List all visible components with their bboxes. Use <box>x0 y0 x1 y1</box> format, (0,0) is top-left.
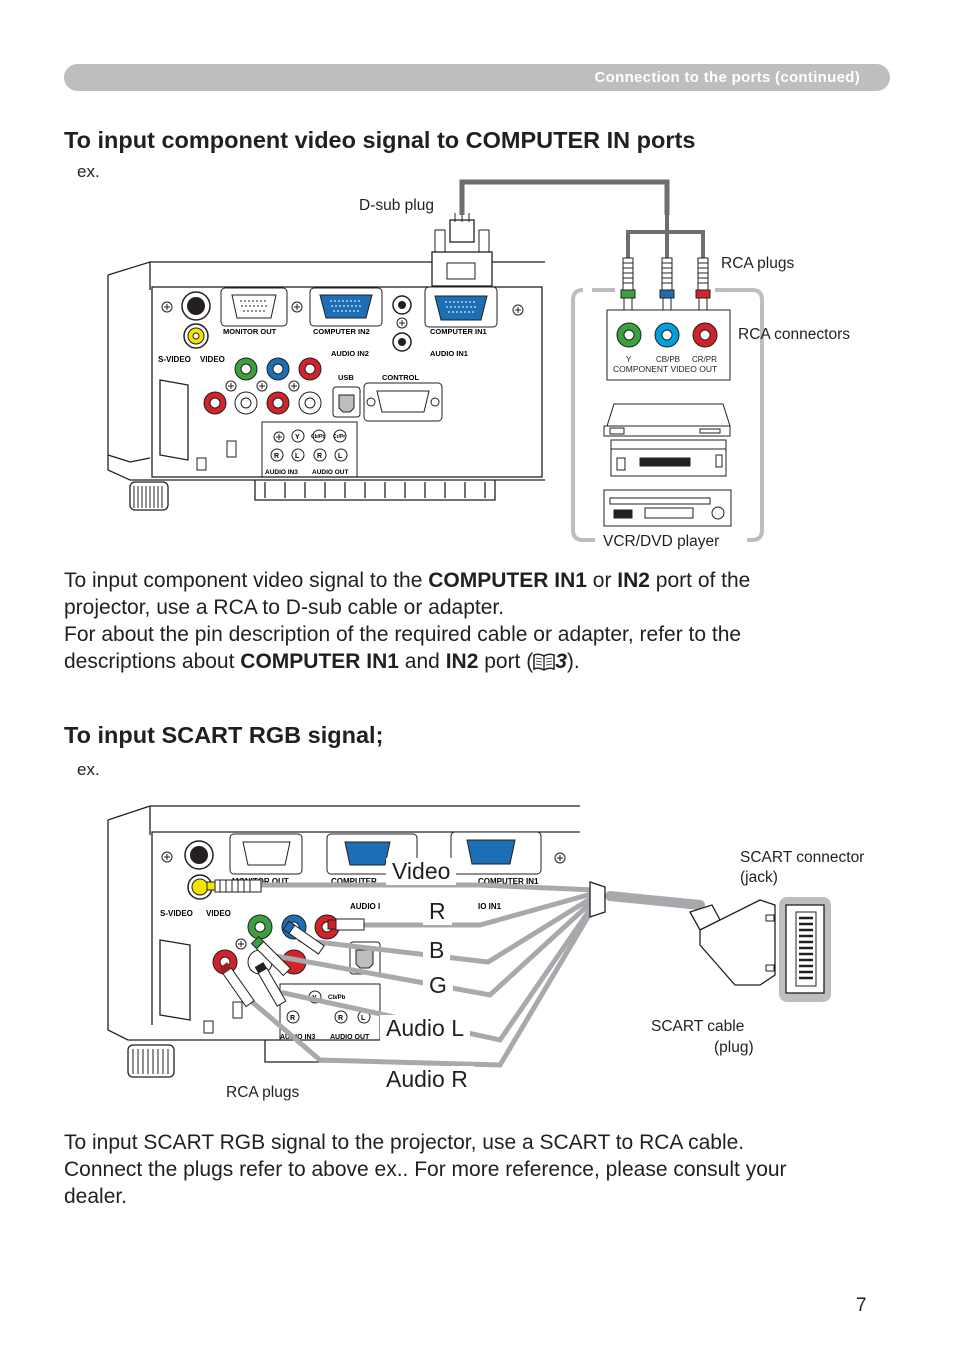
header-bar: Connection to the ports (continued) <box>64 64 890 91</box>
projector-foot <box>129 481 169 511</box>
section-title-scart: To input SCART RGB signal; <box>64 722 384 748</box>
monitor-out-label: MONITOR OUT <box>223 327 277 336</box>
component-crpr-label: CR/PR <box>692 355 717 364</box>
signal-b-label: B <box>423 937 451 964</box>
screw-icons <box>161 301 524 443</box>
rca-plugs-2 <box>206 879 365 1008</box>
dvd-player-icon <box>603 403 731 437</box>
rca-plugs-label-2: RCA plugs <box>226 1084 300 1101</box>
panel-r2-label-2: R <box>338 1015 343 1022</box>
header-text: Connection to the ports (continued) <box>594 69 860 86</box>
computer-in1-port <box>424 286 498 328</box>
component-cbpb-label: CB/PB <box>656 355 680 364</box>
scart-connection-figure: S-VIDEO VIDEO MONITOR OUT COMPUTER COMPU… <box>107 805 831 1078</box>
projector-foot-2 <box>127 1044 175 1078</box>
computer-in1-label: COMPUTER IN1 <box>430 327 487 336</box>
panel-r-label-2: R <box>290 1015 295 1022</box>
audio-in3-label-2: AUDIO IN3 <box>280 1034 316 1041</box>
signal-g-label: G <box>423 972 453 999</box>
section-title-component: To input component video signal to COMPU… <box>64 127 696 153</box>
kensington-lock-icon-2 <box>203 1020 214 1034</box>
example-label: ex. <box>77 162 100 181</box>
scart-jack <box>779 897 831 1002</box>
computer-in1-label-2: COMPUTER IN1 <box>478 877 539 886</box>
video-label: VIDEO <box>200 355 225 364</box>
dsub-plug-label: D-sub plug <box>359 197 434 214</box>
usb-label: USB <box>338 373 354 382</box>
scart-connector-label: SCART connector <box>740 849 865 866</box>
component-instructions: To input component video signal to the C… <box>64 567 864 678</box>
scart-cable-bundle <box>247 882 705 1068</box>
dsub-plug <box>431 213 493 287</box>
audio-label-2: AUDIO I <box>350 902 380 911</box>
rca-plug-blue <box>659 257 675 311</box>
audio-in3-label: AUDIO IN3 <box>265 469 298 476</box>
panel-cbpb-label: Cb/Pb <box>311 434 325 440</box>
panel-l-label: L <box>295 453 300 460</box>
panel-y-label: Y <box>295 434 300 441</box>
vcr-dvd-combo-icon <box>603 489 732 527</box>
rca-connectors-label: RCA connectors <box>738 326 850 343</box>
book-icon <box>533 651 555 678</box>
panel-rca-jacks <box>203 357 322 415</box>
signal-video-label: Video <box>386 858 457 885</box>
panel-r-label: R <box>274 453 279 460</box>
scart-connector-jack-label: (jack) <box>740 869 778 886</box>
scart-cable-plug-label: (plug) <box>714 1039 754 1056</box>
monitor-out-port <box>220 287 288 327</box>
control-label: CONTROL <box>382 373 419 382</box>
signal-audio-r-label: Audio R <box>380 1066 474 1093</box>
audio-in1-label: AUDIO IN1 <box>430 349 468 358</box>
rca-plug-green <box>620 257 636 311</box>
page-number: 7 <box>856 1295 867 1316</box>
signal-r-label: R <box>423 898 452 925</box>
panel-crpr-label: Cr/Pr <box>333 434 345 440</box>
s-video-label: S-VIDEO <box>158 355 191 364</box>
video-label-2: VIDEO <box>206 909 231 918</box>
rca-plugs-label: RCA plugs <box>721 255 795 272</box>
computer-in2-label: COMPUTER IN2 <box>313 327 370 336</box>
kensington-lock-icon <box>196 457 207 471</box>
audio-in1-label-2: IO IN1 <box>478 902 502 911</box>
panel-l-label-2: L <box>361 1015 366 1022</box>
audio-out-label: AUDIO OUT <box>312 469 349 476</box>
component-connection-figure: S-VIDEO VIDEO MONITOR OUT COMPUTER IN2 C… <box>107 179 764 542</box>
vcr-icon <box>610 439 727 477</box>
component-video-out-label: COMPONENT VIDEO OUT <box>613 364 717 374</box>
scart-cable-label: SCART cable <box>651 1018 745 1035</box>
audio-out-label-2: AUDIO OUT <box>330 1034 370 1041</box>
rca-plug-red <box>695 257 711 311</box>
component-y-label: Y <box>626 355 632 364</box>
scart-instructions: To input SCART RGB signal to the project… <box>64 1131 787 1208</box>
s-video-label-2: S-VIDEO <box>160 909 193 918</box>
signal-audio-l-label: Audio L <box>380 1015 471 1042</box>
example-label-2: ex. <box>77 760 100 779</box>
vcr-dvd-player-label: VCR/DVD player <box>603 533 720 550</box>
device-group-outline <box>571 288 764 542</box>
ref-page-number[interactable]: 3 <box>555 650 567 673</box>
cable-hub <box>589 881 606 918</box>
scart-plug <box>689 899 776 986</box>
projector-body <box>107 261 545 501</box>
panel-cbpb-label-2: Cb/Pb <box>328 995 346 1001</box>
panel-r2-label: R <box>317 453 322 460</box>
audio-in2-label: AUDIO IN2 <box>331 349 369 358</box>
computer-label-2: COMPUTER <box>331 877 377 886</box>
panel-l2-label: L <box>338 453 343 460</box>
computer-in2-port <box>309 287 383 327</box>
